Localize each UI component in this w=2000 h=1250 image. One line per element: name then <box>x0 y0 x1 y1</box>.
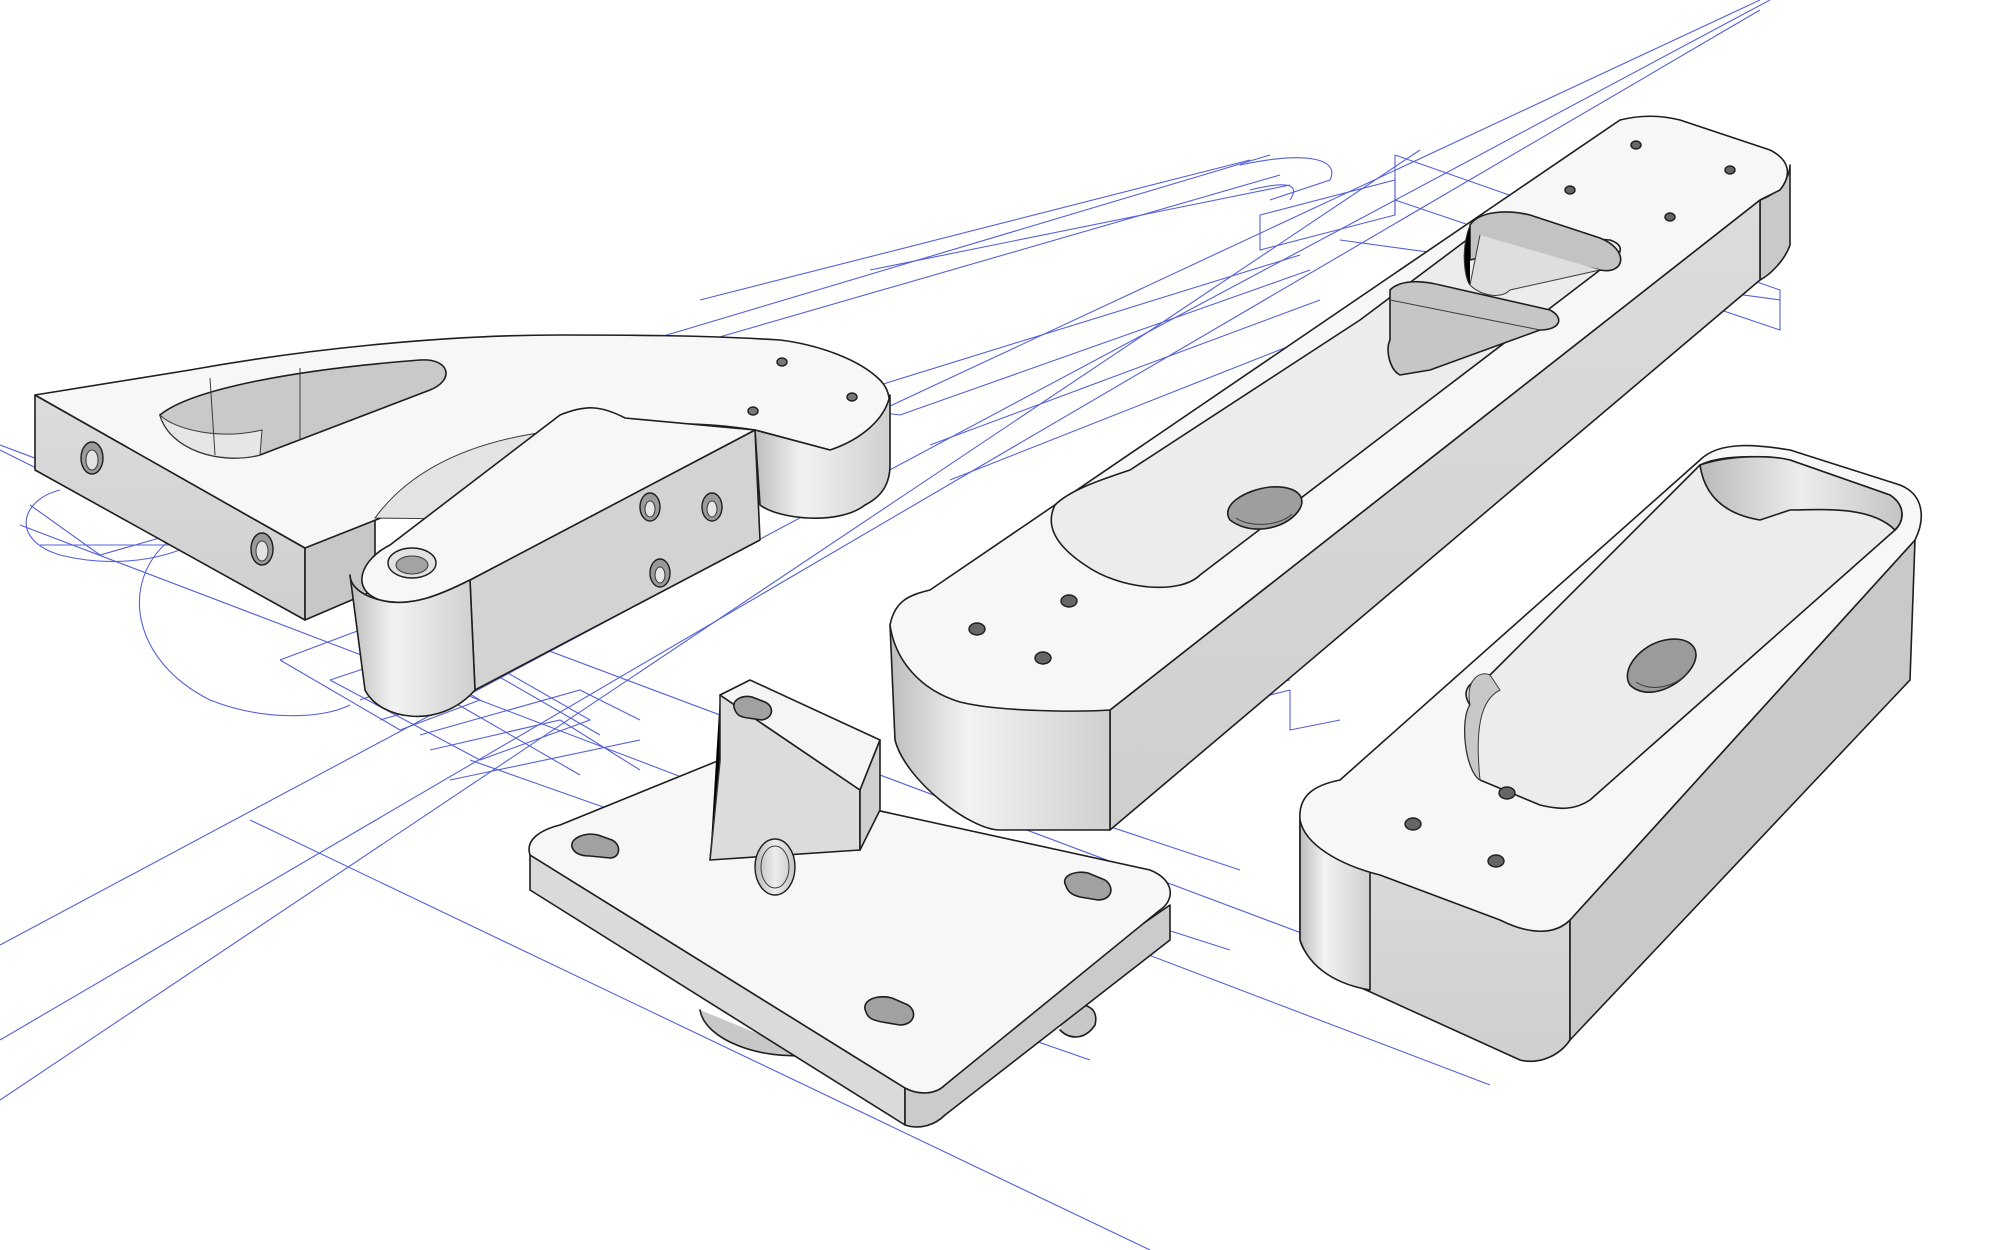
mounting-plate[interactable] <box>528 679 1172 1128</box>
triangular-bracket[interactable] <box>34 334 891 621</box>
long-slotted-bar[interactable] <box>889 115 1791 831</box>
rounded-block[interactable] <box>349 407 761 718</box>
slotted-pocket-block[interactable] <box>1299 444 1922 1062</box>
